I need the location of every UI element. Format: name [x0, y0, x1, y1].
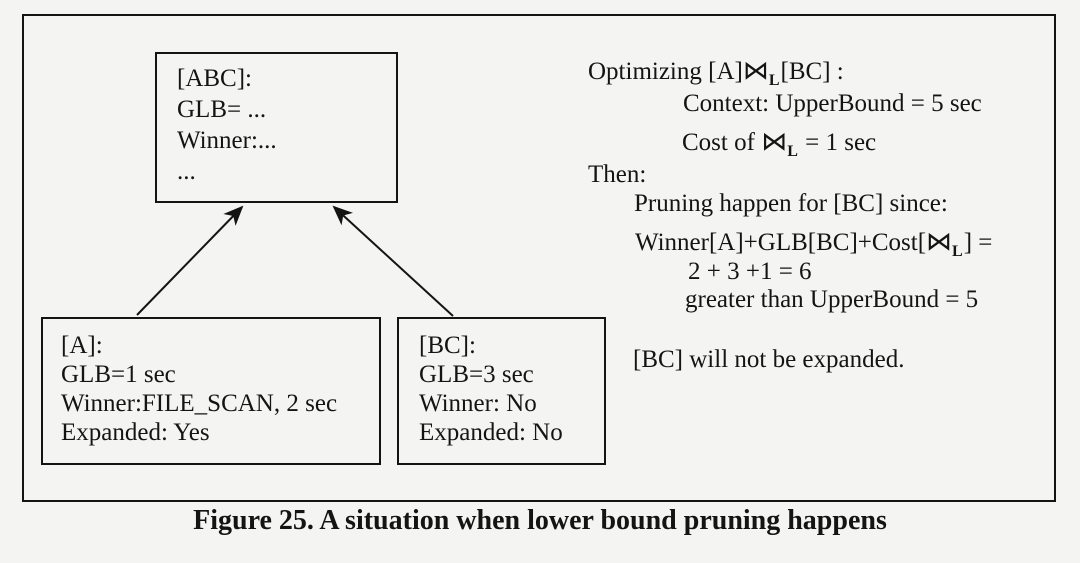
- annotation-text: [BC] :: [780, 58, 844, 85]
- annotation-line-greater: greater than UpperBound = 5: [685, 285, 978, 315]
- annotation-text: = 1 sec: [798, 129, 877, 156]
- node-a-line: [A]:: [61, 332, 103, 359]
- node-a-line: GLB=1 sec: [61, 361, 176, 388]
- node-abc-line: GLB= ...: [177, 96, 267, 123]
- annotation-text: Context: UpperBound = 5 sec: [683, 90, 982, 117]
- node-a-box: [A]: GLB=1 sec Winner:FILE_SCAN, 2 sec E…: [41, 317, 381, 465]
- node-bc-line: Winner: No: [419, 390, 537, 417]
- node-abc-line: Winner:...: [177, 127, 277, 154]
- join-subscript-label: L: [768, 72, 780, 89]
- arrow-a-to-abc: [136, 205, 244, 316]
- node-bc-line: [BC]:: [419, 332, 476, 359]
- arrow-bc-to-abc: [332, 205, 454, 317]
- node-a-line: Winner:FILE_SCAN, 2 sec: [61, 390, 338, 417]
- figure-caption: Figure 25. A situation when lower bound …: [193, 505, 887, 536]
- annotation-line-conclusion: [BC] will not be expanded.: [633, 345, 904, 375]
- node-abc-line: [ABC]:: [177, 65, 252, 92]
- annotation-line-sum-values: 2 + 3 +1 = 6: [688, 257, 812, 287]
- annotation-line-optimizing: Optimizing [A]⋈L[BC] :: [588, 56, 844, 96]
- annotation-text: [BC] will not be expanded.: [633, 346, 905, 373]
- annotation-text: 2 + 3 +1 = 6: [688, 258, 812, 285]
- annotation-text: Cost of: [682, 129, 762, 156]
- join-operator-icon: ⋈: [761, 127, 788, 156]
- join-subscript-label: L: [952, 243, 963, 260]
- annotation-text: Then:: [588, 161, 647, 188]
- node-bc-line: GLB=3 sec: [419, 361, 534, 388]
- node-bc-box: [BC]: GLB=3 sec Winner: No Expanded: No: [397, 317, 606, 465]
- node-bc-line: Expanded: No: [419, 419, 563, 446]
- annotation-text: Winner[A]+GLB[BC]+Cost[: [635, 229, 927, 256]
- join-subscript-label: L: [787, 143, 798, 160]
- annotation-line-sum-formula: Winner[A]+GLB[BC]+Cost[⋈L] =: [635, 227, 992, 267]
- join-operator-icon: ⋈: [742, 56, 769, 85]
- annotation-text: greater than UpperBound = 5: [685, 286, 979, 313]
- annotation-text: ] =: [963, 229, 993, 256]
- node-a-line: Expanded: Yes: [61, 419, 210, 446]
- annotation-line-then: Then:: [588, 160, 646, 190]
- annotation-line-pruning: Pruning happen for [BC] since:: [634, 189, 948, 219]
- node-abc-box: [ABC]: GLB= ... Winner:... ...: [155, 52, 398, 203]
- annotation-line-cost: Cost of ⋈L = 1 sec: [682, 127, 876, 167]
- figure-border-frame: [22, 14, 1056, 502]
- annotation-text: Optimizing [A]: [588, 58, 743, 85]
- annotation-text: Pruning happen for [BC] since:: [634, 190, 948, 217]
- node-abc-line: ...: [177, 158, 196, 185]
- join-operator-icon: ⋈: [926, 227, 953, 256]
- annotation-line-context: Context: UpperBound = 5 sec: [683, 89, 982, 119]
